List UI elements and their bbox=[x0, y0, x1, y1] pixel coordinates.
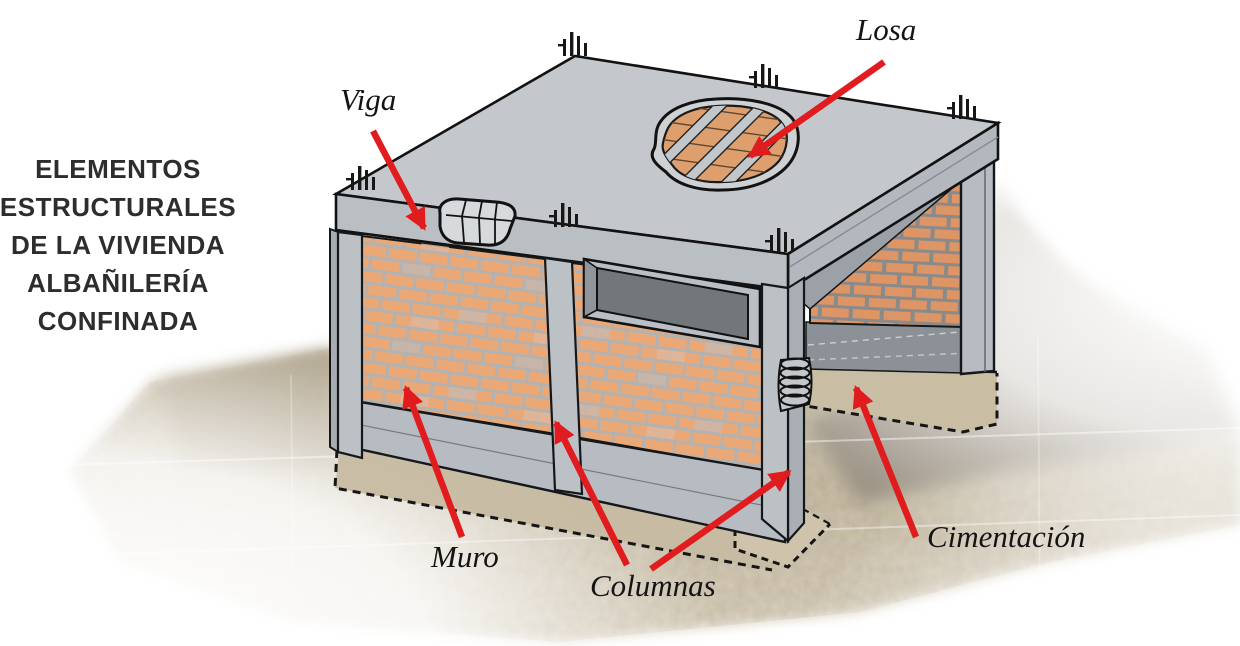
rebar-icon bbox=[765, 228, 794, 252]
muro-arrow-1 bbox=[402, 385, 466, 539]
window-opening bbox=[582, 257, 762, 349]
rear-corner-column bbox=[959, 155, 996, 376]
left-corner-column bbox=[329, 227, 364, 460]
annotation-arrows bbox=[370, 59, 920, 572]
label-columnas: Columnas bbox=[590, 568, 716, 603]
rebar-icon bbox=[346, 166, 375, 190]
columnas-arrow-1 bbox=[553, 420, 630, 567]
label-cimentacion: Cimentación bbox=[927, 519, 1086, 554]
page-title: ELEMENTOS ESTRUCTURALES DE LA VIVIENDA A… bbox=[0, 150, 268, 340]
title-line: ELEMENTOS bbox=[35, 154, 201, 184]
rebar-icon bbox=[947, 95, 976, 119]
column-rebar-cutaway bbox=[777, 356, 813, 413]
title-line: CONFINADA bbox=[37, 306, 199, 336]
right-corner-column bbox=[760, 276, 813, 544]
rebar-clusters bbox=[346, 32, 976, 252]
rebar-icon bbox=[549, 203, 578, 227]
title-line: ALBAÑILERÍA bbox=[27, 268, 209, 298]
viga-cutaway bbox=[438, 197, 517, 247]
window-interior bbox=[596, 266, 749, 341]
losa-arrow-1 bbox=[747, 59, 886, 159]
rebar-icon bbox=[558, 32, 587, 56]
foundation-front bbox=[333, 445, 785, 572]
title-line: ESTRUCTURALES bbox=[0, 192, 237, 222]
label-viga: Viga bbox=[340, 82, 397, 117]
viga-arrow-1 bbox=[370, 129, 427, 231]
losa-cutaway bbox=[650, 97, 800, 192]
rebar-icon bbox=[749, 64, 778, 88]
cimentacion-arrow-1 bbox=[852, 385, 920, 539]
columnas-arrow-2 bbox=[649, 469, 792, 572]
interior-wall-base bbox=[805, 321, 964, 374]
label-losa: Losa bbox=[856, 12, 917, 47]
interior bbox=[786, 155, 999, 376]
title-line: DE LA VIVIENDA bbox=[10, 230, 226, 260]
label-muro: Muro bbox=[431, 539, 499, 574]
